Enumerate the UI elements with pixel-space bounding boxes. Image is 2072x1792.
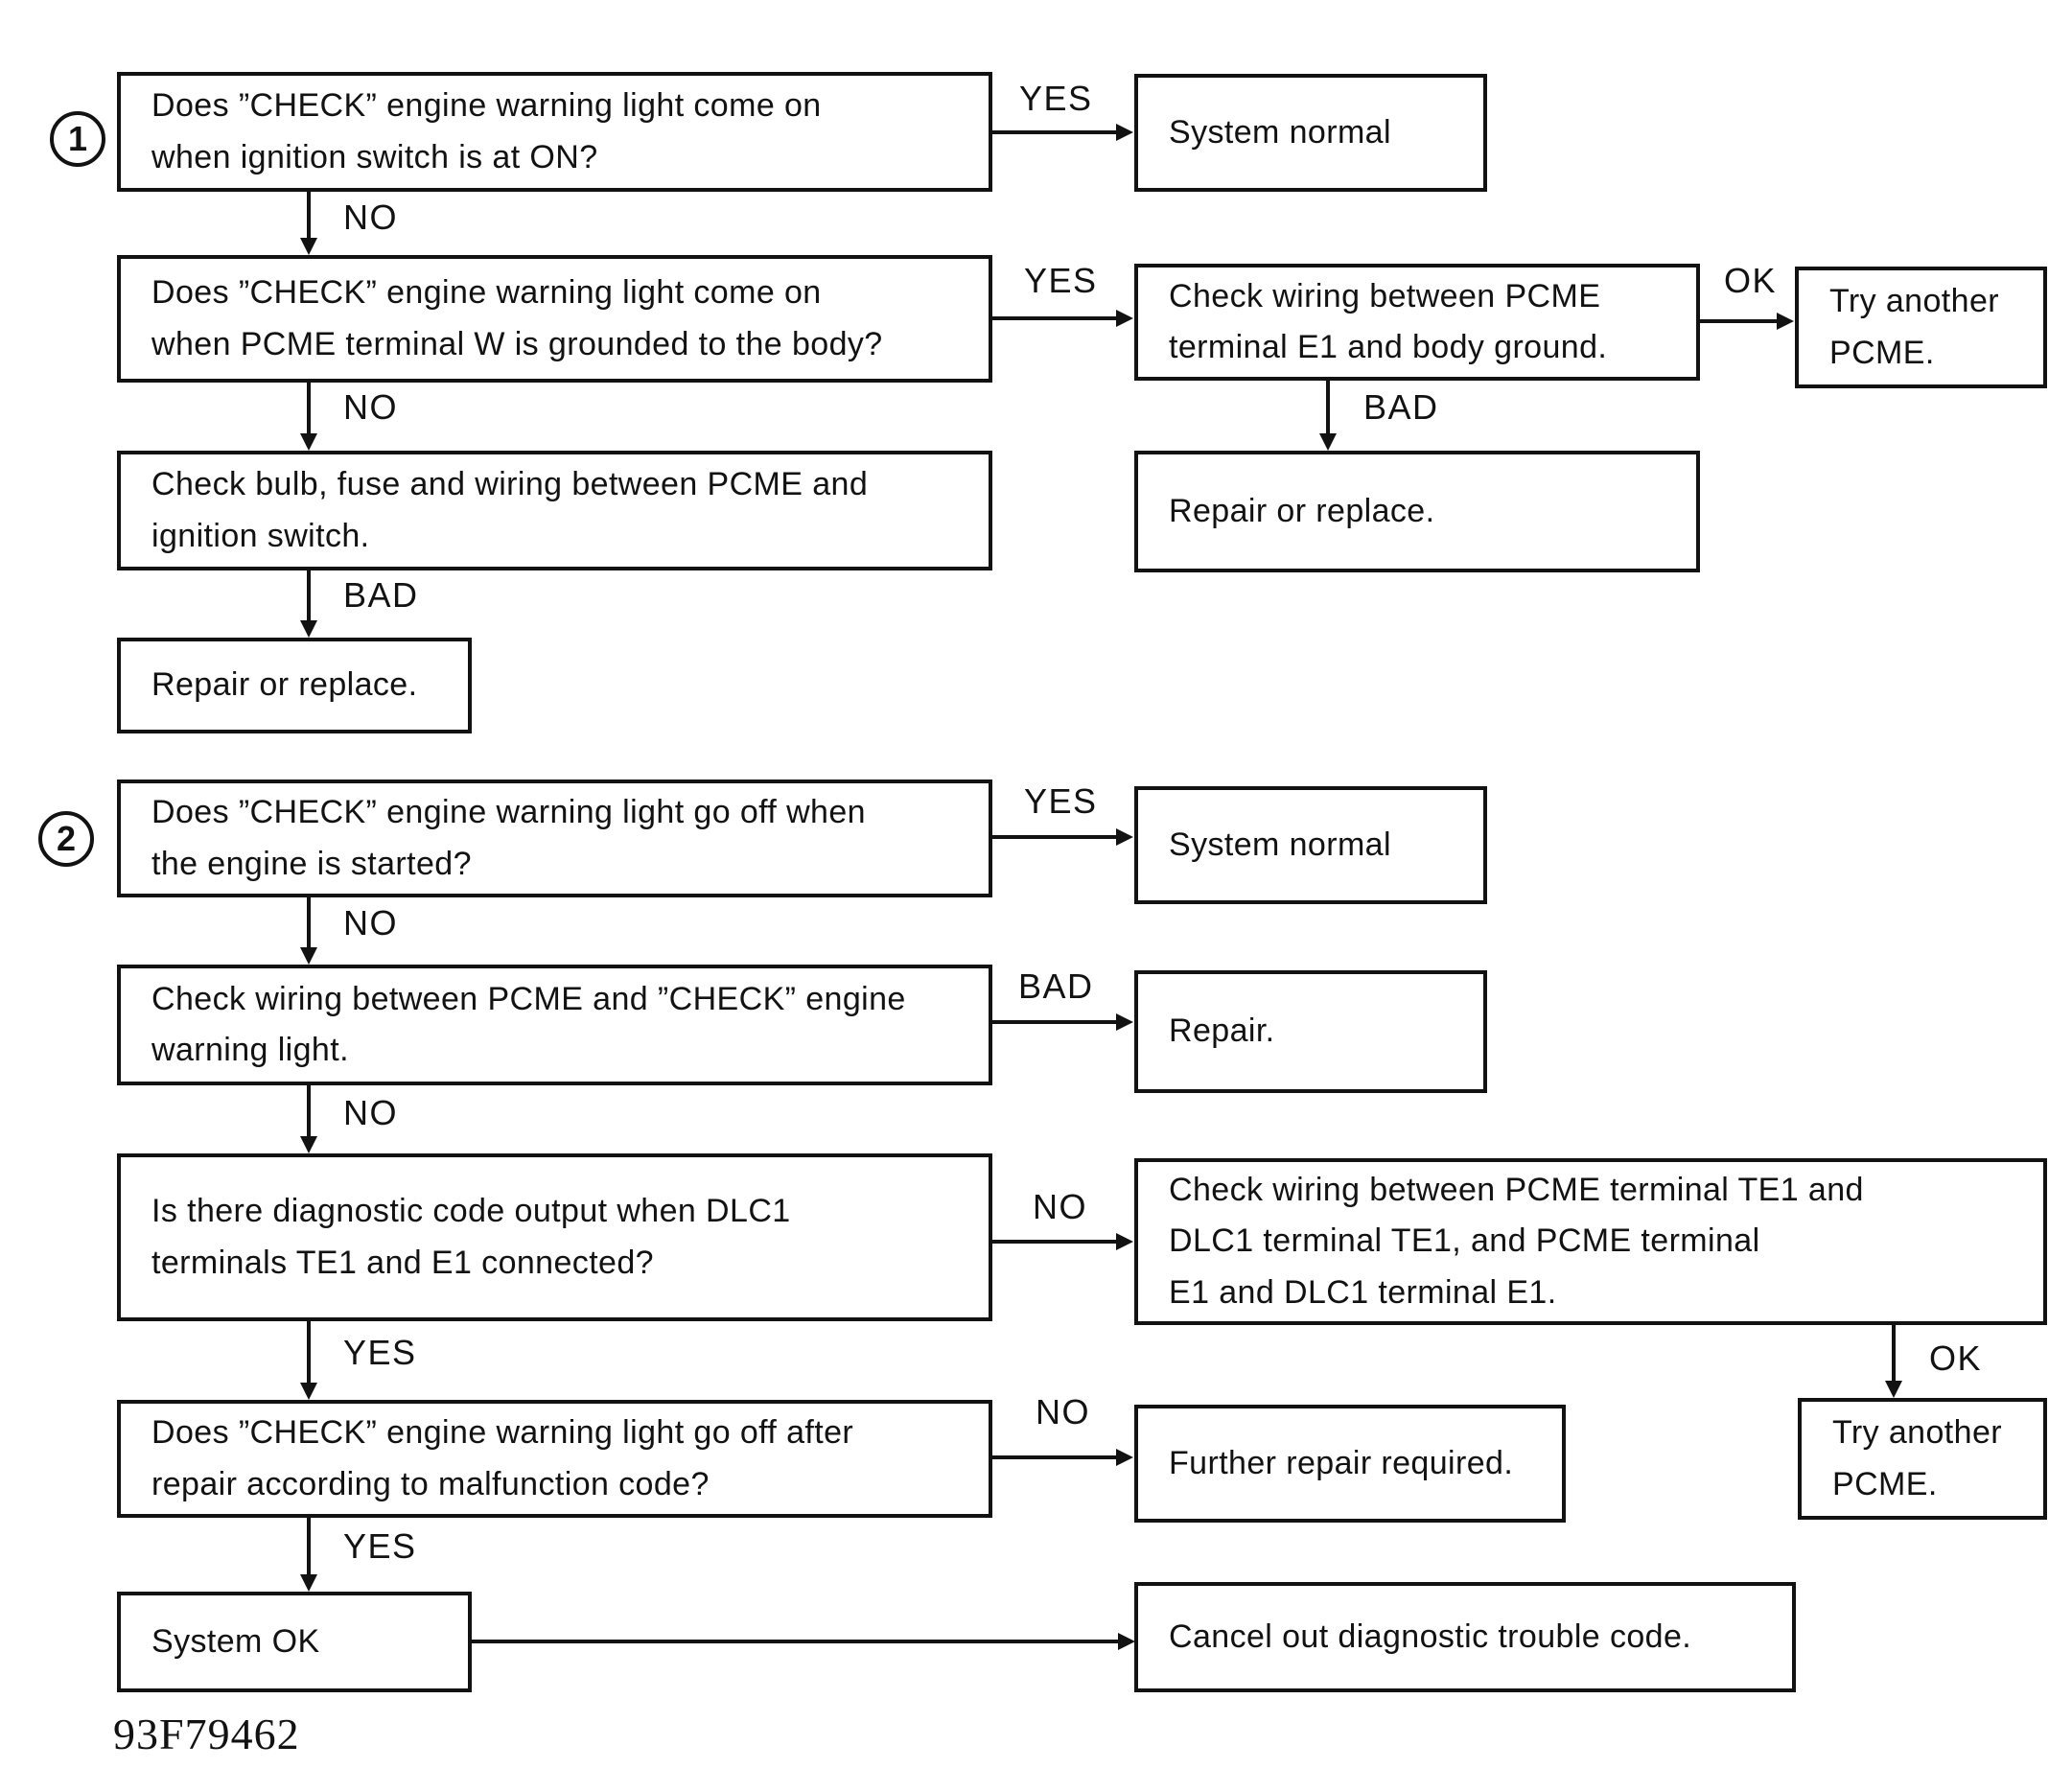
- label-no-1: NO: [343, 198, 398, 237]
- step-1-number: 1: [67, 119, 88, 158]
- node-repair-or-replace-left-line1: Repair or replace.: [151, 666, 418, 704]
- step-2-number: 2: [56, 819, 77, 858]
- node-check-wiring-e1-line2: terminal E1 and body ground.: [1169, 329, 1608, 365]
- node-try-another-pcme-1-line2: PCME.: [1829, 334, 1935, 371]
- node-q5: Does ”CHECK” engine warning light go off…: [117, 1400, 992, 1518]
- connector-q1-no: [307, 192, 311, 240]
- label-no-2: NO: [343, 387, 398, 427]
- connector-q4-yes: [307, 1321, 311, 1385]
- step-2-circle: 2: [38, 811, 94, 867]
- connector-system-ok: [472, 1640, 1120, 1643]
- label-ok-2: OK: [1929, 1338, 1983, 1378]
- connector-q3-yes: [992, 835, 1118, 839]
- label-ok-1: OK: [1724, 261, 1778, 300]
- label-bad-2: BAD: [343, 575, 419, 615]
- node-q4: Is there diagnostic code output when DLC…: [117, 1153, 992, 1321]
- label-bad-3: BAD: [1018, 966, 1094, 1006]
- node-check-wiring-e1-line1: Check wiring between PCME: [1169, 277, 1601, 314]
- node-q5-line2: repair according to malfunction code?: [151, 1465, 710, 1502]
- node-check-bulb-line2: ignition switch.: [151, 517, 370, 554]
- connector-wiring-bad: [1326, 381, 1330, 435]
- node-q1-line1: Does ”CHECK” engine warning light come o…: [151, 87, 822, 125]
- node-try-another-pcme-1: Try another PCME.: [1795, 267, 2047, 388]
- node-repair-or-replace-right-line1: Repair or replace.: [1169, 492, 1435, 529]
- node-try-another-pcme-2-line1: Try another: [1832, 1414, 2002, 1452]
- connector-q2-no: [307, 383, 311, 435]
- node-check-wiring-light-line2: warning light.: [151, 1032, 349, 1068]
- node-q2-line2: when PCME terminal W is grounded to the …: [151, 325, 883, 362]
- label-no-6: NO: [1036, 1392, 1090, 1431]
- node-system-normal-1-line1: System normal: [1169, 113, 1391, 151]
- connector-wiring-light-bad: [992, 1020, 1118, 1024]
- node-q3-line2: the engine is started?: [151, 845, 472, 882]
- node-cancel-code-line1: Cancel out diagnostic trouble code.: [1169, 1617, 1692, 1655]
- node-system-normal-2: System normal: [1134, 786, 1487, 904]
- node-q3-line1: Does ”CHECK” engine warning light go off…: [151, 794, 866, 831]
- node-q4-line1: Is there diagnostic code output when DLC…: [151, 1193, 791, 1230]
- label-yes-2: YES: [1024, 261, 1098, 300]
- node-repair-line1: Repair.: [1169, 1012, 1275, 1050]
- connector-wiring-light-no: [307, 1085, 311, 1138]
- node-try-another-pcme-1-line1: Try another: [1829, 283, 1999, 320]
- node-further-repair-line1: Further repair required.: [1169, 1444, 1514, 1481]
- connector-q5-yes: [307, 1518, 311, 1576]
- node-try-another-pcme-2: Try another PCME.: [1798, 1398, 2047, 1520]
- node-q2: Does ”CHECK” engine warning light come o…: [117, 255, 992, 383]
- node-check-bulb-line1: Check bulb, fuse and wiring between PCME…: [151, 466, 869, 503]
- connector-q2-yes: [992, 316, 1118, 320]
- connector-te1-ok: [1892, 1325, 1896, 1383]
- node-system-ok-line1: System OK: [151, 1622, 320, 1660]
- node-repair-or-replace-left: Repair or replace.: [117, 638, 472, 733]
- label-bad-1: BAD: [1363, 387, 1439, 427]
- node-repair-or-replace-right: Repair or replace.: [1134, 451, 1700, 572]
- label-no-3: NO: [343, 903, 398, 943]
- label-no-5: NO: [1033, 1187, 1087, 1226]
- connector-bulb-bad: [307, 570, 311, 622]
- node-system-normal-1: System normal: [1134, 74, 1487, 192]
- label-no-4: NO: [343, 1093, 398, 1132]
- node-check-bulb: Check bulb, fuse and wiring between PCME…: [117, 451, 992, 570]
- node-cancel-code: Cancel out diagnostic trouble code.: [1134, 1582, 1796, 1692]
- node-system-normal-2-line1: System normal: [1169, 826, 1391, 863]
- node-check-wiring-te1-line2: DLC1 terminal TE1, and PCME terminal: [1169, 1222, 1760, 1260]
- node-q3: Does ”CHECK” engine warning light go off…: [117, 780, 992, 897]
- connector-q1-yes: [992, 130, 1118, 134]
- node-try-another-pcme-2-line2: PCME.: [1832, 1465, 1938, 1502]
- node-check-wiring-light: Check wiring between PCME and ”CHECK” en…: [117, 965, 992, 1085]
- node-q1-line2: when ignition switch is at ON?: [151, 138, 598, 175]
- label-yes-4: YES: [343, 1333, 417, 1372]
- connector-wiring-ok: [1700, 319, 1779, 323]
- label-yes-5: YES: [343, 1526, 417, 1566]
- node-check-wiring-e1: Check wiring between PCME terminal E1 an…: [1134, 264, 1700, 381]
- node-check-wiring-light-line1: Check wiring between PCME and ”CHECK” en…: [151, 980, 906, 1017]
- node-check-wiring-te1: Check wiring between PCME terminal TE1 a…: [1134, 1158, 2047, 1325]
- connector-q3-no: [307, 897, 311, 949]
- label-yes-1: YES: [1019, 79, 1093, 118]
- connector-q5-no: [992, 1455, 1118, 1459]
- connector-q4-no: [989, 1240, 1118, 1244]
- node-q1: Does ”CHECK” engine warning light come o…: [117, 72, 992, 192]
- node-q4-line2: terminals TE1 and E1 connected?: [151, 1244, 654, 1281]
- node-check-wiring-te1-line3: E1 and DLC1 terminal E1.: [1169, 1273, 1557, 1311]
- node-further-repair: Further repair required.: [1134, 1405, 1566, 1523]
- node-q5-line1: Does ”CHECK” engine warning light go off…: [151, 1414, 854, 1452]
- node-check-wiring-te1-line1: Check wiring between PCME terminal TE1 a…: [1169, 1172, 1864, 1209]
- node-repair: Repair.: [1134, 970, 1487, 1093]
- step-1-circle: 1: [50, 111, 105, 167]
- node-system-ok: System OK: [117, 1592, 472, 1692]
- node-q2-line1: Does ”CHECK” engine warning light come o…: [151, 274, 822, 312]
- label-yes-3: YES: [1024, 781, 1098, 821]
- figure-code: 93F79462: [113, 1710, 300, 1758]
